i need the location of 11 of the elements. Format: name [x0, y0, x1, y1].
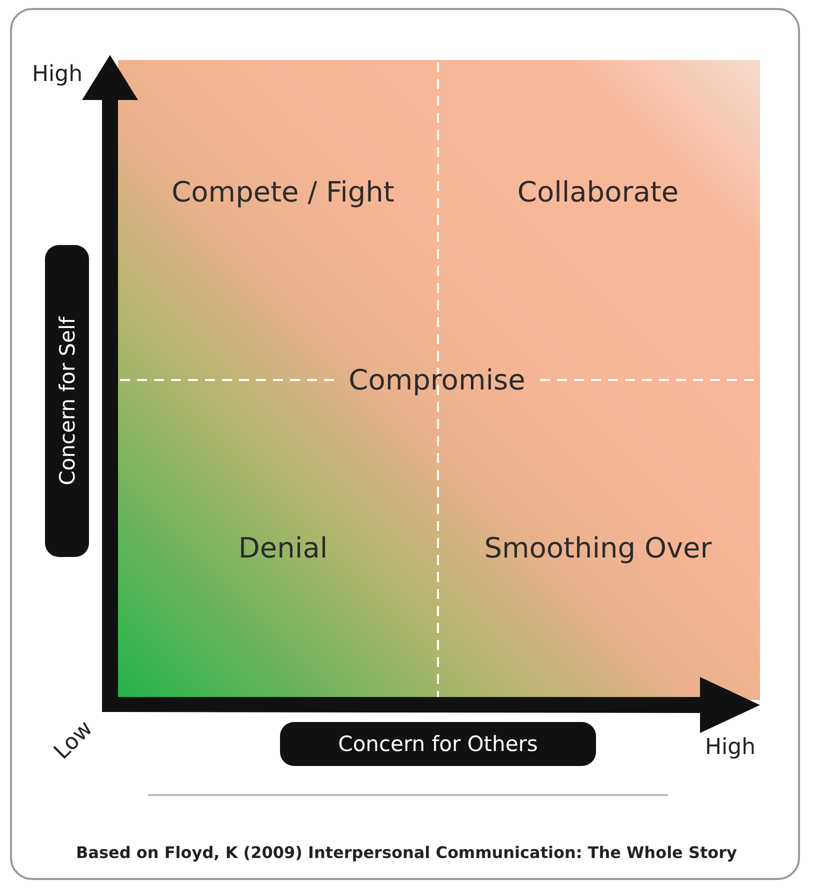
axis-label: Low: [50, 716, 98, 765]
quadrant-label: Collaborate: [517, 176, 679, 208]
caption-text: Based on Floyd, K (2009) Interpersonal Communication: The Whole Story: [75, 843, 738, 862]
axis-label: High: [32, 62, 83, 87]
axis-title-label: Concern for Self: [45, 245, 89, 557]
quadrant-label: Smoothing Over: [484, 532, 712, 564]
quadrant-label: Denial: [238, 532, 328, 564]
axis-title-label: Concern for Others: [280, 722, 596, 766]
axis-label: High: [705, 735, 756, 760]
quadrant-label: Compete / Fight: [172, 176, 394, 208]
quadrant-label: Compromise: [348, 364, 526, 396]
